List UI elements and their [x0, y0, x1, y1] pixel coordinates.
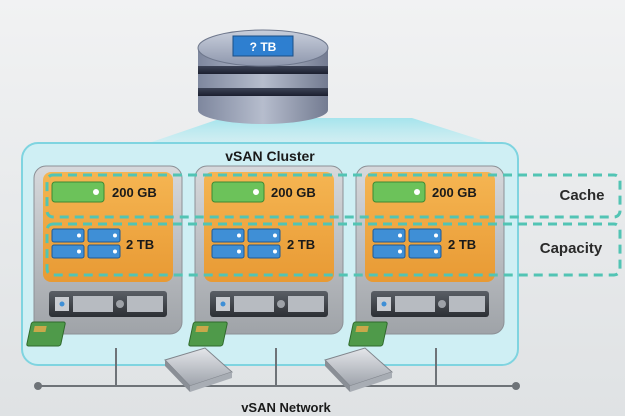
network-label: vSAN Network — [241, 400, 331, 415]
network-bus-end-left — [34, 382, 42, 390]
cache-tier-label: Cache — [559, 187, 604, 204]
cache-tier-outline — [45, 173, 622, 219]
cache-size-label: 200 GB — [112, 185, 157, 200]
cluster-title: vSAN Cluster — [225, 148, 315, 164]
host-3: 200 GB 2 TB — [348, 165, 505, 386]
cache-disk-icon — [211, 181, 265, 203]
host-1: 200 GB 2 TB — [26, 165, 183, 386]
cache-size-label: 200 GB — [432, 185, 477, 200]
network-bus-end-right — [512, 382, 520, 390]
server-icon — [210, 291, 328, 317]
cache-disk-icon — [372, 181, 426, 203]
capacity-size-label: 2 TB — [448, 237, 476, 252]
capacity-tier-outline — [45, 222, 622, 277]
server-icon — [49, 291, 167, 317]
capacity-size-label: 2 TB — [287, 237, 315, 252]
capacity-disks-icon — [372, 228, 442, 259]
capacity-disks-icon — [51, 228, 121, 259]
capacity-tier-label: Capacity — [540, 240, 603, 257]
nic-icon — [348, 321, 437, 386]
cache-size-label: 200 GB — [271, 185, 316, 200]
cache-disk-icon — [51, 181, 105, 203]
server-icon — [371, 291, 489, 317]
datastore-icon: ? TB — [197, 29, 329, 124]
network-switch-icon — [324, 347, 393, 392]
datastore-beam — [140, 118, 500, 146]
host-2: 200 GB 2 TB — [188, 165, 344, 386]
datastore-label-box — [232, 35, 294, 57]
capacity-disks-icon — [211, 228, 281, 259]
capacity-size-label: 2 TB — [126, 237, 154, 252]
nic-icon — [188, 321, 277, 386]
network-switch-icon — [164, 347, 233, 392]
datastore-capacity-label: ? TB — [250, 40, 277, 54]
nic-icon — [26, 321, 117, 386]
